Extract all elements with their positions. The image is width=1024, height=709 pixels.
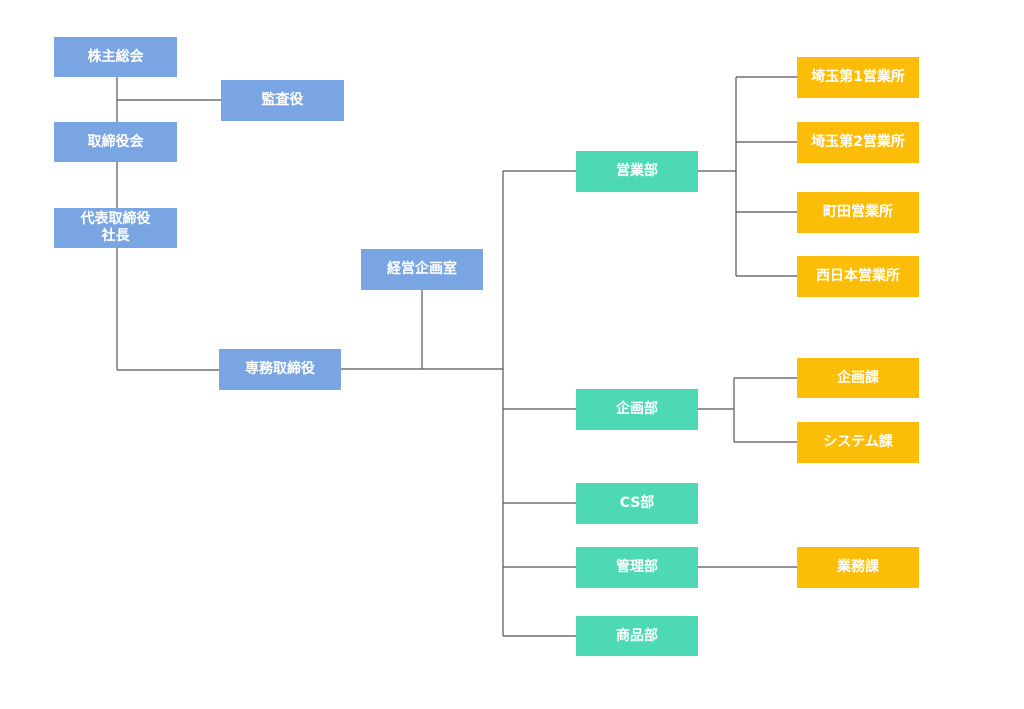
auditor-label: 監査役 xyxy=(261,92,304,108)
shareholders-meeting-box: 株主総会 xyxy=(54,37,177,77)
shareholders-meeting-label: 株主総会 xyxy=(87,48,144,65)
saitama-office-1-label: 埼玉第1営業所 xyxy=(811,69,905,85)
business-section-label: 業務課 xyxy=(837,559,879,575)
board-of-directors-box: 取締役会 xyxy=(54,122,177,162)
products-department-box: 商品部 xyxy=(576,616,698,656)
saitama-office-2-box: 埼玉第2営業所 xyxy=(797,122,919,163)
cs-department-label: CS部 xyxy=(619,495,655,511)
board-of-directors-label: 取締役会 xyxy=(87,133,144,150)
representative-director-box: 代表取締役 社長 xyxy=(54,208,177,248)
system-section-label: システム課 xyxy=(823,434,893,450)
nishinihon-office-box: 西日本営業所 xyxy=(797,256,919,297)
senior-managing-director-label: 専務取締役 xyxy=(245,361,315,377)
representative-director-label-line2: 社長 xyxy=(101,228,130,244)
planning-department-label: 企画部 xyxy=(616,401,658,417)
machida-office-label: 町田営業所 xyxy=(823,204,893,220)
sales-department-label: 営業部 xyxy=(616,163,658,179)
planning-section-label: 企画課 xyxy=(837,369,879,386)
planning-department-box: 企画部 xyxy=(576,389,698,430)
corporate-planning-office-box: 経営企画室 xyxy=(361,249,483,290)
saitama-office-2-label: 埼玉第2営業所 xyxy=(811,134,905,150)
planning-section-box: 企画課 xyxy=(797,358,919,398)
representative-director-label-line1: 代表取締役 xyxy=(80,211,151,227)
products-department-label: 商品部 xyxy=(616,627,658,644)
nishinihon-office-label: 西日本営業所 xyxy=(816,268,900,284)
business-section-box: 業務課 xyxy=(797,547,919,588)
senior-managing-director-box: 専務取締役 xyxy=(219,349,341,390)
cs-department-box: CS部 xyxy=(576,483,698,524)
system-section-box: システム課 xyxy=(797,422,919,463)
auditor-box: 監査役 xyxy=(221,80,344,121)
machida-office-box: 町田営業所 xyxy=(797,192,919,233)
administration-department-box: 管理部 xyxy=(576,547,698,588)
sales-department-box: 営業部 xyxy=(576,151,698,192)
administration-department-label: 管理部 xyxy=(616,559,658,575)
corporate-planning-office-label: 経営企画室 xyxy=(387,261,457,277)
saitama-office-1-box: 埼玉第1営業所 xyxy=(797,57,919,98)
